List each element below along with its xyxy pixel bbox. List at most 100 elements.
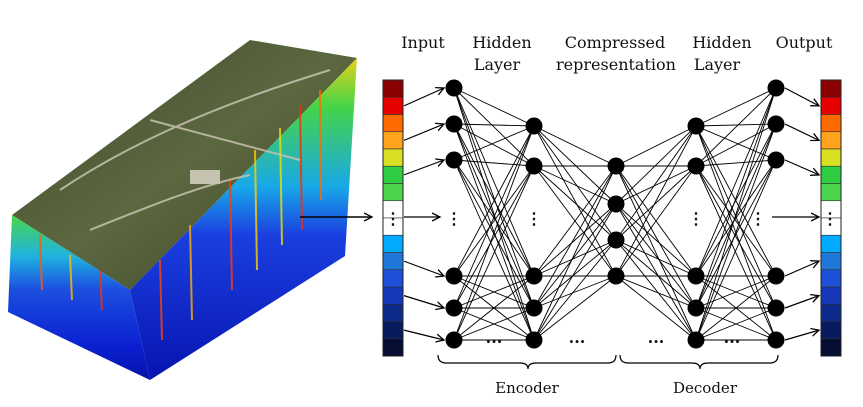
edge <box>615 239 697 309</box>
edge <box>533 165 617 277</box>
output-bar-cell <box>820 321 842 340</box>
input-arrow <box>403 260 444 276</box>
input-bar-cell <box>382 321 404 340</box>
edge <box>695 87 777 127</box>
input-arrow <box>403 124 444 141</box>
node-input-hidden <box>445 151 463 169</box>
output-bar-cell <box>820 79 842 98</box>
node-encoder-hidden <box>525 117 543 135</box>
network-nodes <box>445 79 785 349</box>
edge <box>453 125 535 161</box>
edge <box>533 125 617 167</box>
input-bar-cell <box>382 234 404 253</box>
edge <box>695 159 777 167</box>
edge <box>533 165 617 309</box>
hdots-4: ··· <box>724 332 741 351</box>
edge <box>533 203 617 277</box>
label-input: Input <box>401 33 445 52</box>
vdots-output: ⋮ <box>750 209 766 228</box>
vdots-input-bar: ⋮ <box>385 209 401 228</box>
input-color-bar <box>382 79 404 357</box>
edge <box>695 165 777 277</box>
edge <box>453 123 535 277</box>
input-bar-cell <box>382 252 404 271</box>
output-color-bar <box>820 79 842 357</box>
label-hidden-left-2: Layer <box>474 55 521 74</box>
edge <box>615 203 697 277</box>
label-compressed-2: representation <box>556 55 676 74</box>
vdots-input: ⋮ <box>446 209 462 228</box>
network-edges <box>453 87 777 341</box>
decoder-brace <box>619 354 779 370</box>
edge <box>453 123 535 127</box>
node-decoder-hidden <box>687 299 705 317</box>
label-hidden-right-2: Layer <box>694 55 741 74</box>
edge <box>695 165 777 309</box>
edge <box>695 123 777 167</box>
edge <box>453 87 535 309</box>
output-bar-cell <box>820 269 842 288</box>
edge <box>695 159 777 341</box>
edge <box>533 165 617 341</box>
edge <box>453 165 535 277</box>
input-bar-cell <box>382 114 404 133</box>
edge <box>453 87 535 277</box>
edge <box>615 165 697 341</box>
edge <box>453 87 535 341</box>
label-decoder: Decoder <box>673 379 738 397</box>
input-bar-cell <box>382 148 404 167</box>
node-compressed <box>607 157 625 175</box>
output-bar-cell <box>820 234 842 253</box>
output-arrow <box>784 330 819 341</box>
edge <box>453 125 535 277</box>
edge <box>533 203 617 309</box>
edge <box>695 159 777 277</box>
edge <box>533 165 617 205</box>
output-bar-cell <box>820 338 842 357</box>
edge <box>533 239 617 309</box>
node-compressed <box>607 231 625 249</box>
edge <box>615 203 697 341</box>
edge <box>615 125 697 167</box>
output-bar-cell <box>820 252 842 271</box>
node-decoder-hidden <box>687 117 705 135</box>
label-hidden-right-1: Hidden <box>692 33 751 52</box>
edge <box>695 123 777 309</box>
edge <box>453 125 535 309</box>
edge <box>453 165 535 309</box>
input-arrow <box>403 329 444 340</box>
hdots-2: ··· <box>569 332 586 351</box>
edge <box>615 125 697 241</box>
edge <box>695 125 777 277</box>
edge <box>533 239 617 341</box>
edge <box>615 239 697 277</box>
edge <box>615 275 697 341</box>
volume-streaks <box>39 89 322 341</box>
edge <box>533 125 617 205</box>
node-encoder-hidden <box>525 299 543 317</box>
node-compressed <box>607 267 625 285</box>
edge <box>695 87 777 341</box>
node-output-hidden <box>767 331 785 349</box>
edge <box>533 165 617 241</box>
edge <box>695 165 777 341</box>
edge <box>453 87 535 167</box>
node-output-hidden <box>767 79 785 97</box>
edge <box>615 125 697 205</box>
output-bar-frame <box>820 79 842 357</box>
edge <box>453 275 535 341</box>
edge <box>615 165 697 241</box>
node-output-hidden <box>767 299 785 317</box>
edge <box>695 123 777 277</box>
input-bar-frame <box>382 79 404 357</box>
node-encoder-hidden <box>525 331 543 349</box>
node-input-hidden <box>445 331 463 349</box>
node-encoder-hidden <box>525 157 543 175</box>
node-output-hidden <box>767 151 785 169</box>
input-bar-cell <box>382 338 404 357</box>
edge <box>453 159 535 341</box>
output-bar-cell <box>820 131 842 150</box>
edge <box>453 87 535 127</box>
input-bar-cell <box>382 96 404 115</box>
